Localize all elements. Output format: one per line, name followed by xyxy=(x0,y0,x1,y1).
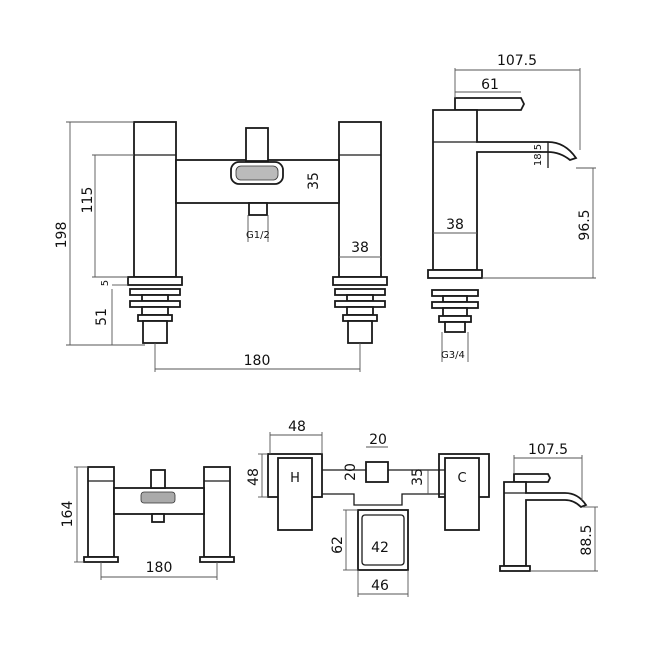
dim-35-plan: 35 xyxy=(410,468,426,486)
left-fixing xyxy=(129,288,181,344)
tail-thread-label: G3/4 xyxy=(441,350,465,361)
side-view-top: G3/4 107.5 61 18.5 38 96.5 xyxy=(427,53,596,362)
diverter-knob xyxy=(245,127,269,162)
plan-hot-handle xyxy=(277,457,313,531)
dim-88-5: 88.5 xyxy=(579,524,595,555)
base-plate xyxy=(427,269,483,279)
left-base-plate xyxy=(127,276,183,286)
side-view-bottom: 107.5 88.5 xyxy=(499,442,598,572)
plan-cold-handle xyxy=(444,457,480,531)
dim-115: 115 xyxy=(80,187,96,214)
dim-180: 180 xyxy=(244,353,271,369)
front-view-bottom: 164 180 xyxy=(60,466,235,580)
right-fixing xyxy=(334,288,386,344)
dim-51: 51 xyxy=(94,308,110,326)
dim-198: 198 xyxy=(54,222,70,249)
dim-35: 35 xyxy=(306,172,322,190)
dim-107-5: 107.5 xyxy=(497,53,537,69)
dim-107-5-bottom: 107.5 xyxy=(528,442,568,458)
cold-label: C xyxy=(457,471,466,486)
plan-view: H C 20 20 42 62 46 48 48 35 xyxy=(246,419,490,597)
plan-diverter xyxy=(365,461,389,483)
diverter-thread-label: G1/2 xyxy=(246,230,270,241)
bottom-lever xyxy=(513,473,552,483)
hot-label: H xyxy=(290,471,300,486)
dim-42: 42 xyxy=(371,540,389,556)
dim-62: 62 xyxy=(330,536,346,554)
dim-46: 46 xyxy=(371,578,389,594)
lever-handle xyxy=(454,97,526,111)
dim-96-5: 96.5 xyxy=(577,209,593,240)
dim-18-5: 18.5 xyxy=(533,144,544,166)
right-base-plate xyxy=(332,276,388,286)
dim-61: 61 xyxy=(481,77,499,93)
dim-164: 164 xyxy=(60,501,76,528)
dim-180-bottom: 180 xyxy=(146,560,173,576)
dim-38: 38 xyxy=(351,240,369,256)
dim-20-d: 20 xyxy=(343,463,359,481)
side-fixing xyxy=(431,289,479,333)
tap-body xyxy=(432,109,578,271)
dim-48-w: 48 xyxy=(288,419,306,435)
front-view-top: G1/2 198 115 5 xyxy=(54,121,388,372)
dim-20-w: 20 xyxy=(369,432,387,448)
bottom-tap-body xyxy=(503,481,588,567)
dim-5: 5 xyxy=(100,280,111,286)
dim-38-side: 38 xyxy=(446,217,464,233)
dim-48-d: 48 xyxy=(246,468,262,486)
left-pillar xyxy=(133,121,177,278)
diverter-outlet xyxy=(248,202,268,216)
plan-spout xyxy=(357,509,409,571)
